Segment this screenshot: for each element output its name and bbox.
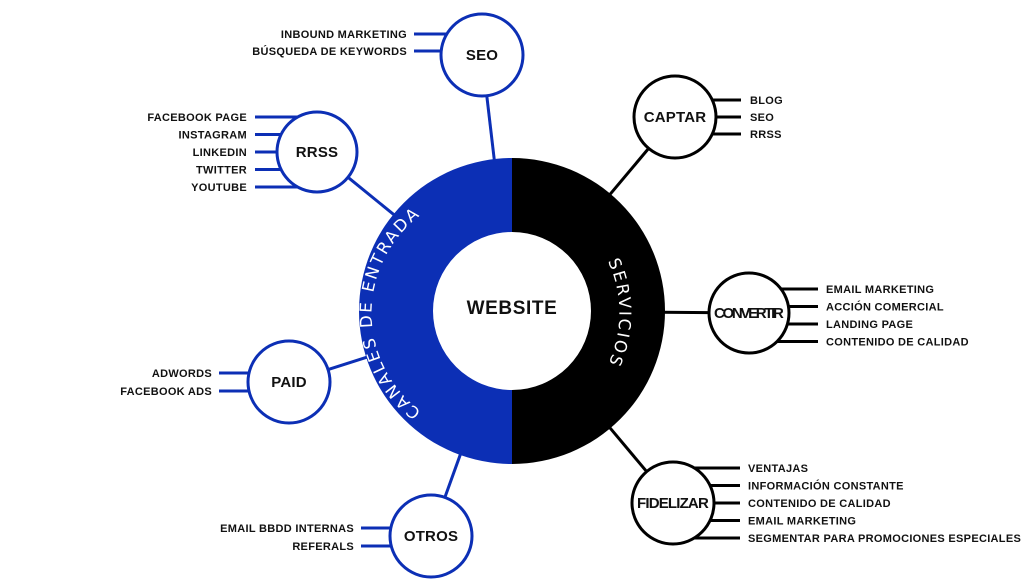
paid-connector (327, 354, 371, 371)
fidelizar-leaf-label: EMAIL MARKETING (748, 516, 856, 528)
fidelizar-leaf-label: CONTENIDO DE CALIDAD (748, 498, 891, 510)
rrss-leaf-label: TWITTER (196, 165, 247, 177)
node-fidelizar: VENTAJAS INFORMACIÓN CONSTANTE CONTENIDO D… (630, 460, 1021, 546)
nodes-layer: INBOUND MARKETING BÚSQUEDA DE KEYWORDS SEO… (120, 12, 1021, 579)
node-paid: ADWORDS FACEBOOK ADS PAID (120, 339, 332, 425)
central-hub: CANALES DE ENTRADA SERVICIOS WEBSITE (356, 158, 665, 464)
otros-leaf-label: EMAIL BBDD INTERNAS (220, 523, 354, 535)
node-rrss: FACEBOOK PAGE INSTAGRAM LINKEDIN TWITTER YOU… (147, 110, 359, 194)
seo-leaf-label: INBOUND MARKETING (281, 29, 407, 41)
rrss-leaf-label: YOUTUBE (191, 182, 247, 194)
fidelizar-leaf-label: VENTAJAS (748, 463, 808, 475)
paid-leaf-label: FACEBOOK ADS (120, 386, 212, 398)
captar-connector (606, 147, 650, 198)
rrss-leaf-label: LINKEDIN (193, 147, 247, 159)
fidelizar-leaf-label: INFORMACIÓN CONSTANTE (748, 480, 904, 493)
rrss-leaf-label: FACEBOOK PAGE (147, 112, 247, 124)
otros-connector (443, 450, 463, 498)
fidelizar-leaf-label: SEGMENTAR PARA PROMOCIONES ESPECIALES (748, 533, 1021, 545)
convertir-leaf-label: ACCIÓN COMERCIAL (826, 301, 944, 314)
captar-circle (632, 74, 718, 160)
fidelizar-label: FIDELIZAR (637, 495, 709, 512)
rrss-connector (347, 176, 398, 219)
seo-connector (485, 95, 497, 164)
ring-left-half (359, 158, 512, 464)
fidelizar-circle (630, 460, 716, 546)
otros-label: OTROS (404, 528, 458, 545)
captar-label: CAPTAR (644, 109, 707, 126)
rrss-circle (275, 110, 359, 194)
otros-circle (388, 493, 474, 579)
paid-label: PAID (271, 374, 307, 391)
paid-circle (246, 339, 332, 425)
convertir-leaf-label: LANDING PAGE (826, 319, 913, 331)
seo-leaf-label: BÚSQUEDA DE KEYWORDS (252, 45, 407, 58)
convertir-label: CONVERTIR (714, 305, 784, 322)
rrss-label: RRSS (296, 144, 338, 161)
captar-leaf-label: RRSS (750, 129, 782, 141)
node-captar: BLOG SEO RRSS CAPTAR (632, 74, 783, 160)
convertir-leaf-label: CONTENIDO DE CALIDAD (826, 337, 969, 349)
convertir-leaf-label: EMAIL MARKETING (826, 284, 934, 296)
seo-label: SEO (466, 47, 498, 64)
node-otros: EMAIL BBDD INTERNAS REFERALS OTROS (220, 493, 474, 579)
captar-leaf-label: BLOG (750, 95, 783, 107)
seo-circle (439, 12, 525, 98)
fidelizar-connector (606, 424, 648, 473)
center-label: WEBSITE (467, 298, 558, 319)
convertir-circle (707, 271, 791, 355)
node-seo: INBOUND MARKETING BÚSQUEDA DE KEYWORDS SEO (252, 12, 525, 98)
node-convertir: EMAIL MARKETING ACCIÓN COMERCIAL LANDING P… (707, 271, 969, 355)
hub-connectors (327, 95, 710, 498)
paid-leaf-label: ADWORDS (152, 368, 212, 380)
captar-leaf-label: SEO (750, 112, 774, 124)
otros-leaf-label: REFERALS (292, 541, 354, 553)
rrss-leaf-label: INSTAGRAM (179, 130, 248, 142)
ring-right-half (512, 158, 665, 464)
